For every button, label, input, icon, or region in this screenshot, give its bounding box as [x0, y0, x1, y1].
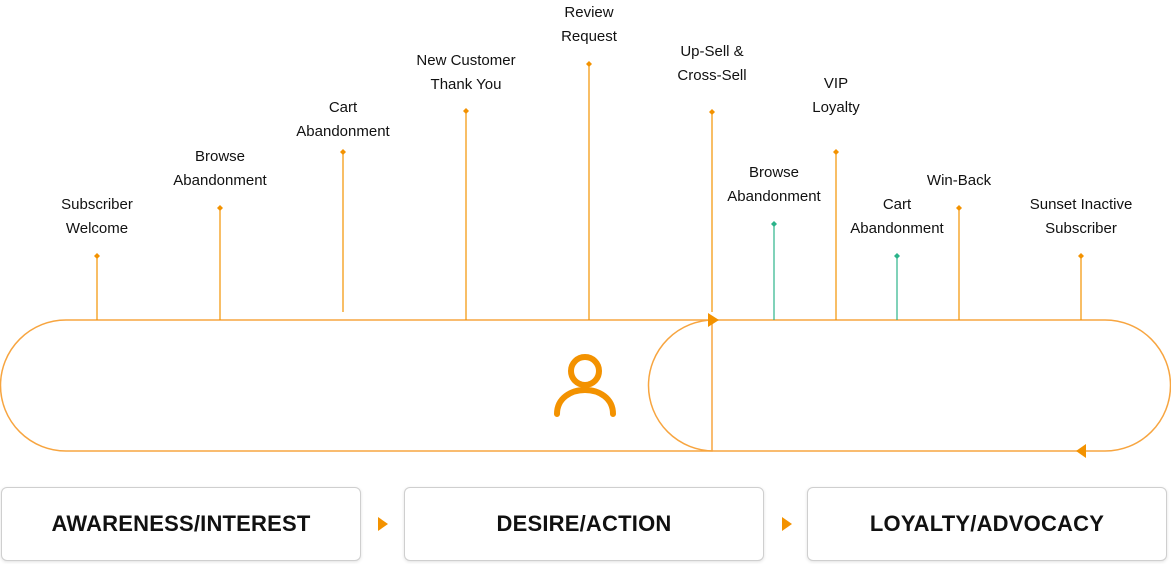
- touchpoint-label-vip-loyalty: VIP Loyalty: [812, 72, 860, 120]
- stage-desire-action: DESIRE/ACTION: [404, 487, 764, 561]
- stage-awareness-interest: AWARENESS/INTEREST: [1, 487, 361, 561]
- touchpoint-label-line: Cross-Sell: [677, 67, 747, 84]
- touchpoint-label-line: Abandonment: [850, 220, 944, 237]
- touchpoint-marker-cart-abandonment-2: [894, 253, 900, 259]
- touchpoint-marker-browse-abandonment-2: [771, 221, 777, 227]
- loop-arrow-right-icon: [708, 313, 719, 327]
- touchpoint-label-line: Abandonment: [296, 123, 390, 140]
- touchpoint-label-line: Sunset Inactive: [1029, 196, 1133, 213]
- stage-label: LOYALTY/ADVOCACY: [869, 511, 1105, 536]
- touchpoint-label-line: Request: [561, 28, 617, 45]
- touchpoint-label-line: Welcome: [65, 220, 129, 237]
- touchpoint-marker-cart-abandonment-1: [340, 149, 346, 155]
- touchpoint-label-line: Loyalty: [812, 99, 860, 116]
- touchpoint-label-line: Subscriber: [1045, 220, 1117, 237]
- touchpoint-marker-browse-abandonment-1: [217, 205, 223, 211]
- user-icon: [554, 354, 616, 417]
- touchpoint-label-line: Cart: [882, 196, 912, 213]
- stage-label: AWARENESS/INTEREST: [51, 511, 311, 536]
- triangle-right-icon: [378, 517, 388, 531]
- touchpoint-label-line: Cart: [328, 99, 358, 116]
- touchpoint-label-up-sell-cross-sell: Up-Sell & Cross-Sell: [677, 40, 746, 88]
- touchpoint-marker-vip-loyalty: [833, 149, 839, 155]
- touchpoint-label-line: New Customer: [416, 52, 516, 69]
- touchpoint-label-line: Browse: [194, 148, 246, 165]
- touchpoint-marker-up-sell-cross-sell: [709, 109, 715, 115]
- touchpoint-marker-new-customer-thank-you: [463, 108, 469, 114]
- touchpoint-marker-review-request: [586, 61, 592, 67]
- touchpoint-marker-sunset-inactive-subscriber: [1078, 253, 1084, 259]
- stage-label: DESIRE/ACTION: [496, 511, 672, 536]
- touchpoint-marker-win-back: [956, 205, 962, 211]
- touchpoint-label-line: Up-Sell &: [680, 43, 744, 60]
- touchpoint-label-line: Win-Back: [926, 172, 992, 189]
- touchpoint-label-line: Subscriber: [61, 196, 133, 213]
- touchpoint-label-line: Browse: [748, 164, 800, 181]
- journey-loop-path: [0, 319, 713, 452]
- triangle-right-icon: [782, 517, 792, 531]
- loop-arrow-left-icon: [1076, 444, 1086, 458]
- touchpoint-label-line: Review: [564, 4, 614, 21]
- journey-diagram: [0, 61, 1171, 458]
- loyalty-loop-path: [647, 319, 1171, 452]
- touchpoint-marker-subscriber-welcome: [94, 253, 100, 259]
- touchpoint-label-line: Abandonment: [727, 188, 821, 205]
- touchpoint-label-line: VIP: [823, 75, 849, 92]
- touchpoint-label-line: Abandonment: [173, 172, 267, 189]
- stage-loyalty-advocacy: LOYALTY/ADVOCACY: [807, 487, 1167, 561]
- touchpoint-label-win-back: Win-Back: [927, 169, 991, 193]
- touchpoint-label-line: Thank You: [430, 76, 502, 93]
